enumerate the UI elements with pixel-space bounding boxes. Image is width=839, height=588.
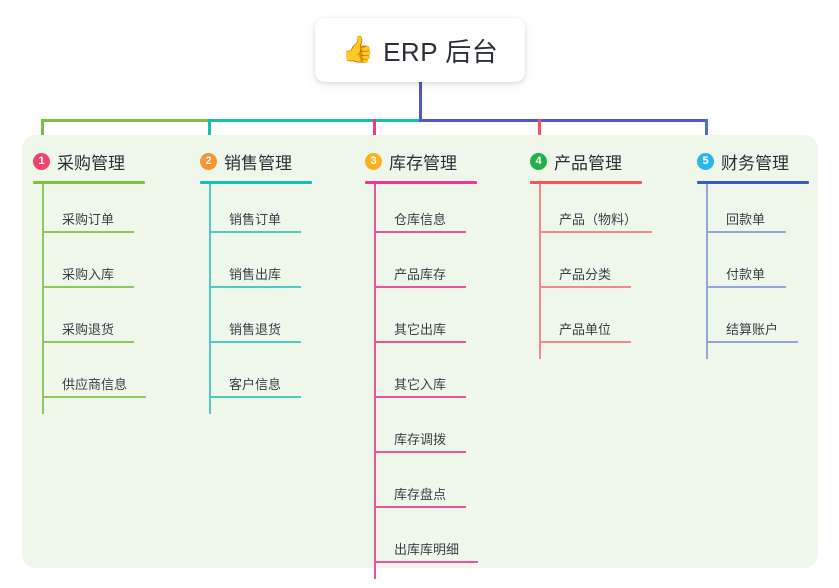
leaf-underline xyxy=(374,506,466,508)
leaf-label: 库存调拨 xyxy=(394,432,447,447)
leaf-underline xyxy=(209,231,301,233)
branches-panel xyxy=(22,135,818,568)
leaf-item[interactable]: 销售出库 xyxy=(209,260,301,288)
column-underline xyxy=(200,181,312,184)
leaf-label: 产品（物料） xyxy=(559,212,638,227)
leaf-label: 客户信息 xyxy=(229,377,282,392)
leaf-label: 仓库信息 xyxy=(394,212,447,227)
leaf-underline xyxy=(706,341,798,343)
column-header-2[interactable]: 2 销售管理 xyxy=(200,148,292,174)
leaf-underline xyxy=(706,286,786,288)
leaf-underline xyxy=(374,561,478,563)
leaf-label: 产品库存 xyxy=(394,267,447,282)
bus-segment-green xyxy=(41,119,209,122)
leaf-item[interactable]: 仓库信息 xyxy=(374,205,466,233)
leaf-underline xyxy=(42,341,134,343)
bus-segment-teal xyxy=(208,119,421,122)
column-title: 销售管理 xyxy=(224,153,292,173)
leaf-underline xyxy=(209,396,301,398)
leaf-item[interactable]: 采购订单 xyxy=(42,205,134,233)
leaf-item[interactable]: 销售订单 xyxy=(209,205,301,233)
column-header-1[interactable]: 1 采购管理 xyxy=(33,148,125,174)
leaf-label: 出库库明细 xyxy=(394,542,460,557)
leaf-label: 产品单位 xyxy=(559,322,612,337)
leaf-underline xyxy=(374,286,466,288)
leaf-item[interactable]: 结算账户 xyxy=(706,315,798,343)
number-badge-icon: 1 xyxy=(33,152,50,170)
leaf-label: 产品分类 xyxy=(559,267,612,282)
leaf-item[interactable]: 库存盘点 xyxy=(374,480,466,508)
column-title: 产品管理 xyxy=(554,153,622,173)
column-underline xyxy=(697,181,809,184)
leaf-underline xyxy=(42,231,134,233)
leaf-item[interactable]: 产品（物料） xyxy=(539,205,652,233)
leaf-item[interactable]: 客户信息 xyxy=(209,370,301,398)
leaf-item[interactable]: 采购入库 xyxy=(42,260,134,288)
column-underline xyxy=(530,181,642,184)
column-title: 库存管理 xyxy=(389,153,457,173)
leaf-item[interactable]: 付款单 xyxy=(706,260,786,288)
column-header-4[interactable]: 4 产品管理 xyxy=(530,148,622,174)
leaf-label: 库存盘点 xyxy=(394,487,447,502)
leaf-underline xyxy=(539,286,631,288)
leaf-label: 销售订单 xyxy=(229,212,282,227)
leaf-label: 采购订单 xyxy=(62,212,115,227)
leaf-underline xyxy=(374,451,466,453)
leaf-item[interactable]: 出库库明细 xyxy=(374,535,478,563)
column-header-3[interactable]: 3 库存管理 xyxy=(365,148,457,174)
number-badge-icon: 4 xyxy=(530,152,547,170)
leaf-label: 采购退货 xyxy=(62,322,115,337)
column-title: 财务管理 xyxy=(721,153,789,173)
leaf-underline xyxy=(539,231,652,233)
leaf-underline xyxy=(42,286,134,288)
thumbs-up-icon: 👍 xyxy=(341,35,375,65)
leaf-item[interactable]: 产品单位 xyxy=(539,315,631,343)
leaf-item[interactable]: 其它出库 xyxy=(374,315,466,343)
leaf-underline xyxy=(539,341,631,343)
column-spine xyxy=(706,184,708,359)
column-underline xyxy=(33,181,145,184)
number-badge-icon: 5 xyxy=(697,152,714,170)
number-badge-icon: 2 xyxy=(200,152,217,170)
leaf-label: 供应商信息 xyxy=(62,377,128,392)
leaf-label: 销售出库 xyxy=(229,267,282,282)
leaf-label: 结算账户 xyxy=(726,322,779,337)
leaf-label: 其它出库 xyxy=(394,322,447,337)
leaf-item[interactable]: 销售退货 xyxy=(209,315,301,343)
leaf-label: 其它入库 xyxy=(394,377,447,392)
column-spine xyxy=(209,184,211,414)
column-title: 采购管理 xyxy=(57,153,125,173)
leaf-item[interactable]: 采购退货 xyxy=(42,315,134,343)
root-drop-line xyxy=(419,82,422,122)
leaf-underline xyxy=(706,231,786,233)
leaf-item[interactable]: 供应商信息 xyxy=(42,370,146,398)
leaf-underline xyxy=(209,286,301,288)
column-spine xyxy=(374,184,376,579)
leaf-underline xyxy=(374,341,466,343)
root-node[interactable]: 👍 ERP 后台 xyxy=(315,18,525,82)
leaf-underline xyxy=(42,396,146,398)
leaf-label: 付款单 xyxy=(726,267,766,282)
leaf-item[interactable]: 产品分类 xyxy=(539,260,631,288)
leaf-label: 销售退货 xyxy=(229,322,282,337)
leaf-item[interactable]: 其它入库 xyxy=(374,370,466,398)
leaf-underline xyxy=(374,231,466,233)
column-spine xyxy=(42,184,44,414)
leaf-label: 回款单 xyxy=(726,212,766,227)
leaf-item[interactable]: 回款单 xyxy=(706,205,786,233)
root-title: ERP 后台 xyxy=(383,36,499,67)
leaf-label: 采购入库 xyxy=(62,267,115,282)
bus-segment-indigo xyxy=(419,119,707,122)
column-underline xyxy=(365,181,477,184)
column-spine xyxy=(539,184,541,359)
leaf-underline xyxy=(374,396,466,398)
leaf-item[interactable]: 库存调拨 xyxy=(374,425,466,453)
column-header-5[interactable]: 5 财务管理 xyxy=(697,148,789,174)
leaf-item[interactable]: 产品库存 xyxy=(374,260,466,288)
leaf-underline xyxy=(209,341,301,343)
number-badge-icon: 3 xyxy=(365,152,382,170)
